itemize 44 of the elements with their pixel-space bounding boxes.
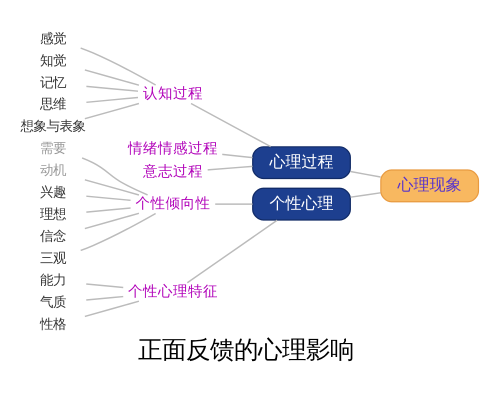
node-text: 感觉	[40, 31, 66, 46]
connector	[350, 170, 381, 178]
node-text: 情绪情感过程	[128, 140, 218, 157]
connector	[84, 300, 140, 317]
node-text: 能力	[40, 272, 66, 288]
node-text: 记忆	[40, 75, 66, 90]
connector	[84, 102, 140, 119]
connector	[86, 85, 138, 92]
node-text: 理想	[40, 207, 66, 222]
node-box: 心理现象	[380, 168, 480, 202]
node-text: 动机	[40, 163, 66, 178]
connector	[80, 212, 156, 251]
node-text: 个性倾向性	[135, 194, 210, 212]
connector	[80, 46, 156, 86]
connector	[84, 212, 140, 229]
connector	[86, 282, 124, 288]
node-text: 意志过程	[142, 162, 203, 180]
node-text: 认知过程	[142, 84, 203, 102]
connector	[208, 165, 253, 170]
node-text: 思维	[40, 97, 66, 112]
node-text: 信念	[40, 229, 66, 244]
connector	[86, 194, 131, 201]
node-box: 个性心理	[252, 187, 351, 220]
connector	[86, 295, 124, 300]
connector	[186, 219, 278, 283]
connector	[350, 192, 381, 198]
node-text: 知觉	[40, 53, 66, 68]
node-text: 个性心理特征	[128, 282, 218, 300]
node-text: 想象与表象	[20, 119, 86, 134]
node-text: 需要	[40, 141, 66, 156]
connector	[84, 178, 140, 196]
connector	[215, 202, 253, 204]
connector	[86, 96, 138, 103]
connector	[82, 156, 148, 196]
diagram-title: 正面反馈的心理影响	[138, 334, 354, 364]
node-text: 性格	[40, 316, 66, 332]
connector	[190, 102, 272, 147]
connector	[84, 68, 140, 86]
node-box: 心理过程	[252, 146, 351, 179]
node-text: 三观	[40, 250, 66, 266]
node-text: 气质	[40, 294, 66, 310]
connector	[222, 153, 253, 158]
connector	[86, 206, 131, 212]
node-text: 兴趣	[40, 185, 66, 200]
